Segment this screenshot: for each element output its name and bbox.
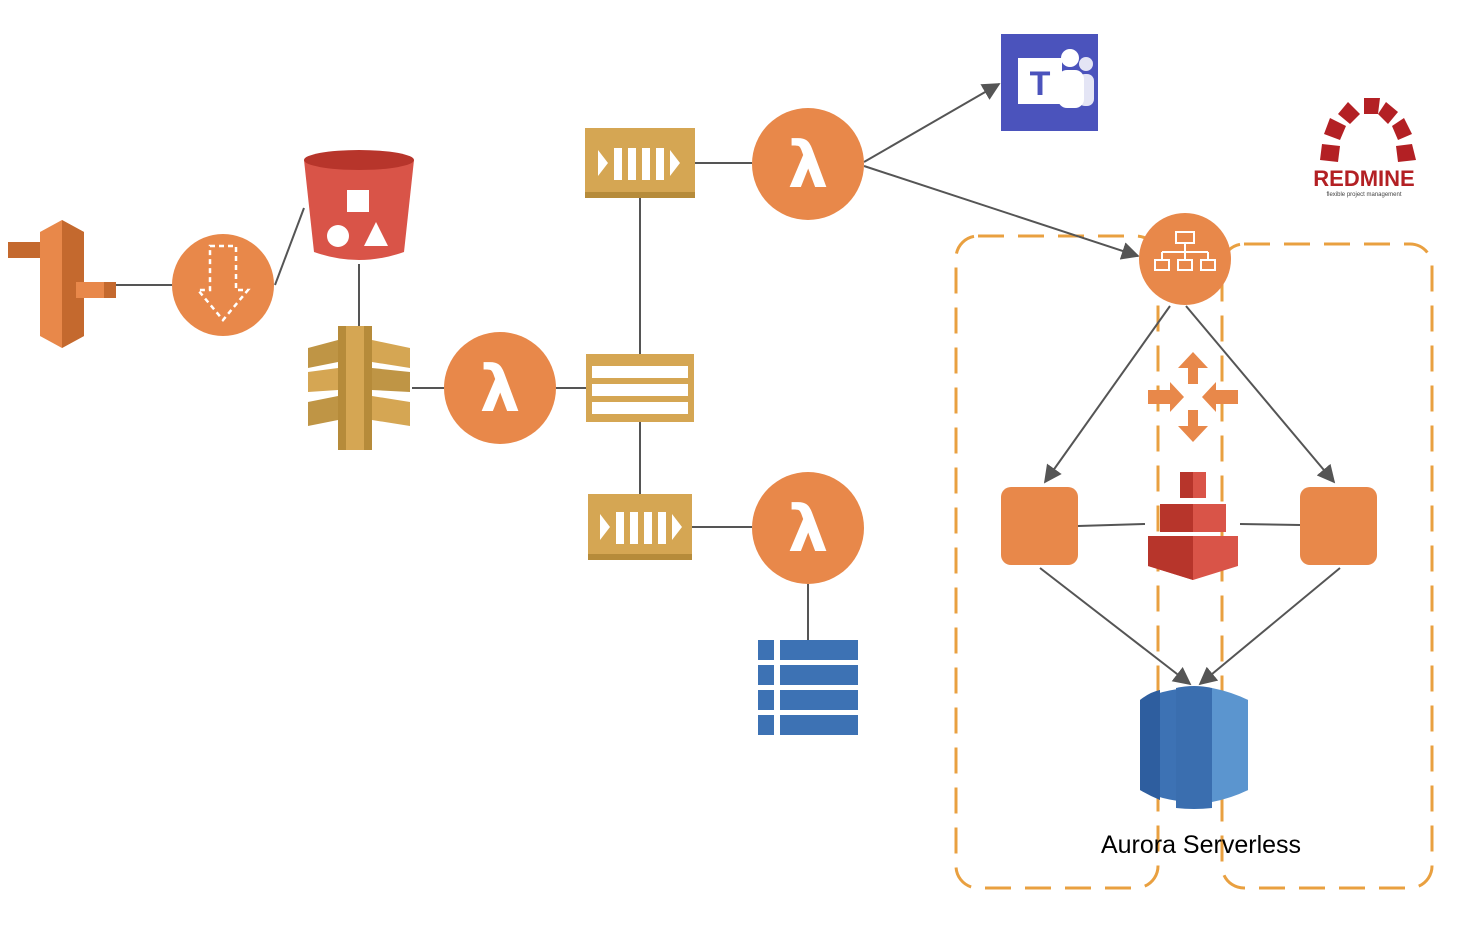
- aurora-database-icon: [1140, 686, 1248, 809]
- sqs-queue-icon-top: [585, 128, 695, 198]
- microsoft-teams-icon: T: [1001, 34, 1098, 131]
- lambda-icon-bottom: λ: [752, 472, 864, 584]
- connector-ecs-ec2-right: [1239, 523, 1301, 526]
- load-balancer-icon: [1139, 213, 1231, 305]
- connector-storagegw-s3: [274, 207, 305, 286]
- availability-zone-right: [1220, 242, 1434, 890]
- lambda-symbol: λ: [788, 493, 829, 567]
- arrow-alb-ec2-left: [1043, 305, 1171, 484]
- ecs-cluster-icon: [1148, 472, 1238, 580]
- redmine-tagline: flexible project management: [1326, 192, 1401, 198]
- storage-gateway-icon: [172, 234, 274, 336]
- direct-connect-icon: [8, 220, 116, 348]
- arrow-lambda-teams: [863, 83, 1001, 163]
- arrow-ec2-right-aurora: [1198, 567, 1341, 686]
- ec2-instance-icon-left: [1001, 487, 1078, 565]
- arrows: [863, 83, 1341, 686]
- api-gateway-icon: [308, 326, 410, 450]
- sqs-queue-icon-bottom: [588, 494, 692, 560]
- connector-ec2-ecs-left: [1077, 523, 1146, 527]
- connectors: [116, 162, 1301, 640]
- teams-letter: T: [1030, 65, 1051, 103]
- autoscaling-icon: [1148, 352, 1238, 442]
- arrow-alb-ec2-right: [1185, 305, 1336, 484]
- lambda-symbol: λ: [788, 129, 829, 203]
- aurora-label: Aurora Serverless: [1101, 831, 1301, 859]
- lambda-symbol: λ: [480, 353, 521, 427]
- arrow-ec2-left-aurora: [1039, 567, 1192, 686]
- lambda-icon-top: λ: [752, 108, 864, 220]
- dynamodb-table-icon: [758, 640, 858, 735]
- redmine-logo: REDMINE flexible project management: [1313, 98, 1416, 198]
- arrow-lambda-alb: [863, 165, 1140, 260]
- sns-topic-icon: [586, 354, 694, 422]
- ec2-instance-icon-right: [1300, 487, 1377, 565]
- lambda-icon-center: λ: [444, 332, 556, 444]
- s3-bucket-icon: [304, 150, 414, 260]
- redmine-title: REDMINE: [1313, 166, 1414, 191]
